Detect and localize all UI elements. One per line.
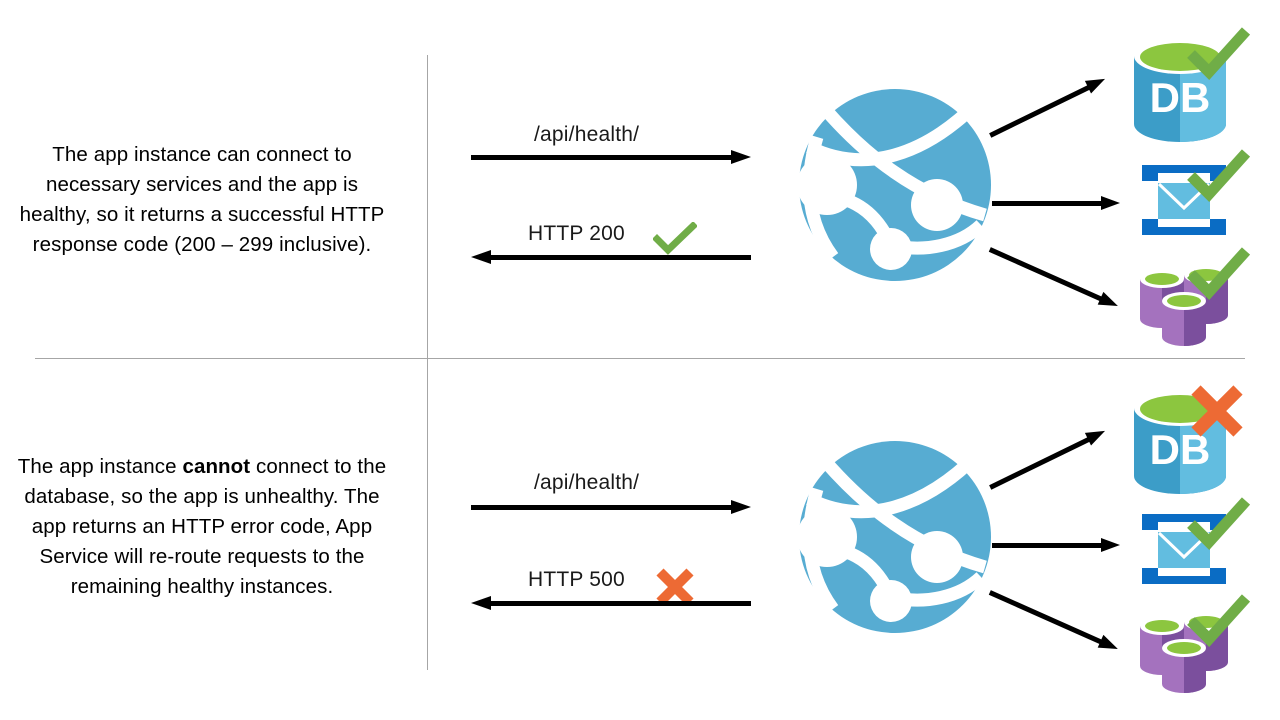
- check-icon-database-healthy: [1187, 27, 1251, 80]
- arrow-shaft: [988, 247, 1105, 303]
- cross-icon-response-unhealthy: [656, 568, 694, 606]
- description-text-healthy: The app instance can connect to necessar…: [12, 140, 392, 260]
- globe-network-icon-healthy: [797, 89, 991, 281]
- description-text-unhealthy: The app instance cannot connect to the d…: [12, 452, 392, 602]
- check-icon-mail-healthy: [1187, 149, 1251, 202]
- arrow-shaft: [488, 255, 751, 260]
- arrow-head: [471, 596, 491, 610]
- arrow-shaft: [471, 155, 734, 160]
- arrow-head: [1097, 291, 1121, 313]
- body-text: The app instance: [17, 455, 183, 478]
- horizontal-divider: [35, 358, 1245, 359]
- service-arrow-database-healthy: [987, 72, 1109, 142]
- arrow-shaft: [992, 201, 1104, 206]
- cross-icon-database-unhealthy: [1191, 385, 1243, 437]
- arrow-head: [1101, 196, 1120, 210]
- request-label-healthy: /api/health/: [534, 123, 640, 146]
- database-cylinder-icon-healthy: DB: [1134, 38, 1226, 142]
- arrow-shaft: [992, 543, 1104, 548]
- vertical-divider: [427, 55, 428, 670]
- body-text: connect to the database, so the app is u…: [24, 455, 387, 598]
- service-arrow-database-unhealthy: [987, 424, 1109, 494]
- response-arrow-healthy: [471, 250, 751, 264]
- arrow-shaft: [471, 505, 734, 510]
- arrow-shaft: [989, 436, 1092, 490]
- request-label-unhealthy: /api/health/: [534, 471, 640, 494]
- arrow-head: [1084, 72, 1109, 94]
- storage-cluster-icon-unhealthy: [1140, 613, 1228, 693]
- body-text: The app instance can connect to necessar…: [19, 143, 385, 256]
- service-arrow-storage-unhealthy: [987, 586, 1121, 656]
- arrow-shaft: [988, 590, 1105, 646]
- request-arrow-healthy: [471, 150, 751, 164]
- response-arrow-unhealthy: [471, 596, 751, 610]
- response-label-healthy: HTTP 200: [528, 222, 625, 245]
- emphasis-text: cannot: [182, 455, 251, 478]
- svg-text:DB: DB: [1150, 74, 1211, 121]
- arrow-head: [1101, 538, 1120, 552]
- check-icon-mail-unhealthy: [1187, 497, 1251, 550]
- service-arrow-storage-healthy: [987, 243, 1121, 313]
- arrow-head: [471, 250, 491, 264]
- arrow-shaft: [989, 84, 1092, 138]
- request-arrow-unhealthy: [471, 500, 751, 514]
- arrow-shaft: [488, 601, 751, 606]
- arrow-head: [731, 500, 751, 514]
- service-arrow-mail-unhealthy: [992, 538, 1120, 552]
- arrow-head: [1084, 424, 1109, 446]
- response-label-unhealthy: HTTP 500: [528, 568, 625, 591]
- check-icon-response-healthy: [653, 222, 697, 255]
- arrow-head: [1097, 634, 1121, 656]
- check-icon-storage-unhealthy: [1187, 594, 1251, 647]
- service-arrow-mail-healthy: [992, 196, 1120, 210]
- arrow-head: [731, 150, 751, 164]
- check-icon-storage-healthy: [1187, 247, 1251, 300]
- globe-network-icon-unhealthy: [797, 441, 991, 633]
